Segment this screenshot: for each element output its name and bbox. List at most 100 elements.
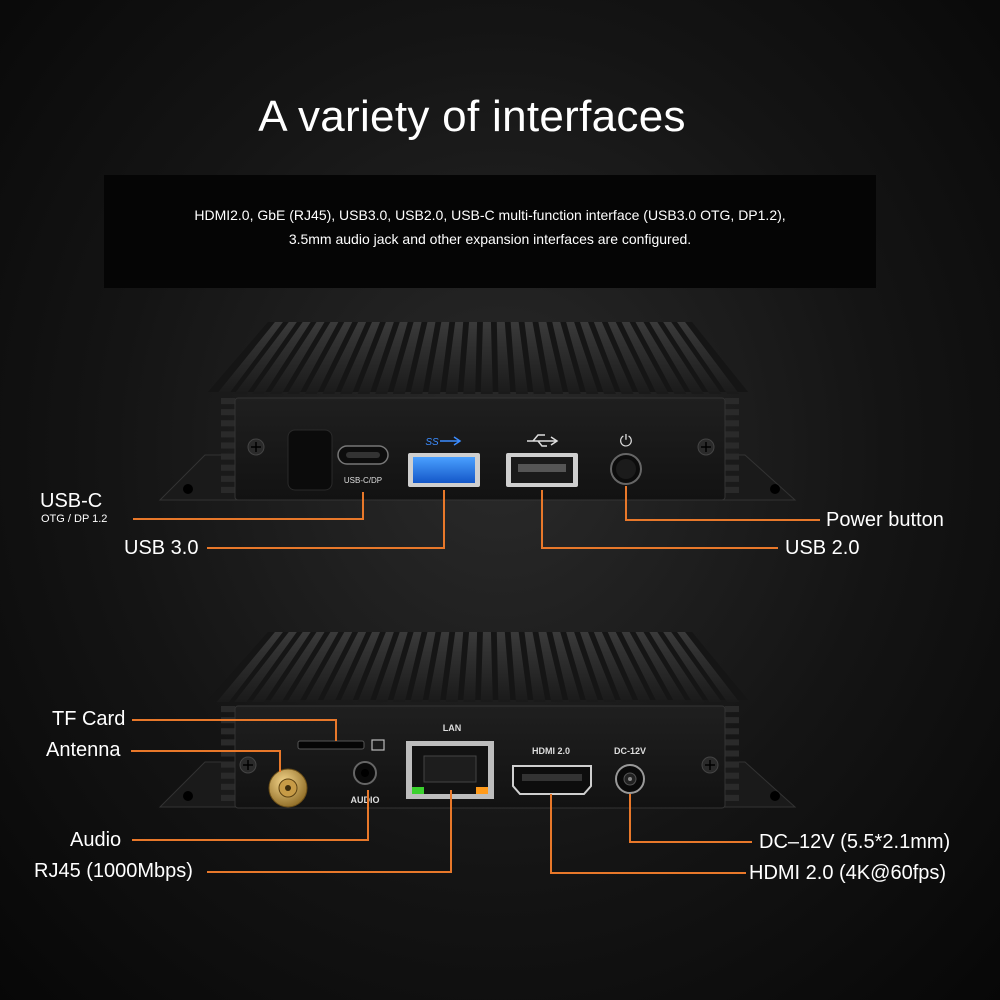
- audio-jack-hole: [361, 769, 369, 777]
- heatsink-fin: [593, 632, 634, 702]
- front-screw-right: [697, 438, 715, 456]
- description-band: [104, 175, 876, 288]
- heatsink-fin: [287, 322, 339, 394]
- usb2-trident-icon: [527, 434, 559, 447]
- rear-device: AUDIO LAN HDMI 2.0 DC-12V: [158, 632, 797, 809]
- heatsink-fin: [552, 322, 581, 394]
- tf-card-icon: [371, 739, 385, 751]
- heatsink-fin: [663, 322, 722, 394]
- heatsink-fin: [322, 322, 367, 394]
- heatsink-fin: [621, 322, 669, 394]
- antenna-connector-pin: [285, 785, 291, 791]
- usbc-label: USB-C: [40, 490, 103, 512]
- page-title: A variety of interfaces: [258, 92, 686, 141]
- side-fin: [221, 739, 235, 746]
- lan-port-mark: LAN: [443, 723, 462, 733]
- side-fin: [725, 739, 739, 746]
- audio-label: Audio: [70, 829, 122, 851]
- usb2-tongue: [518, 464, 566, 472]
- description-line-2: 3.5mm audio jack and other expansion int…: [288, 231, 692, 247]
- heatsink-fin: [234, 322, 297, 394]
- front-screw-left: [247, 438, 265, 456]
- dc-label: DC–12V (5.5*2.1mm): [759, 831, 951, 853]
- side-fin: [725, 464, 739, 471]
- heatsink-fin: [510, 322, 528, 394]
- heatsink-fin: [304, 632, 353, 702]
- heatsink-fin: [287, 632, 339, 702]
- heatsink-fin: [428, 322, 450, 394]
- hdmi-label: HDMI 2.0 (4K@60fps): [749, 862, 947, 884]
- front-ir-window: [287, 429, 333, 491]
- front-side-fins: [221, 398, 739, 493]
- side-fin: [725, 706, 739, 713]
- heatsink-fin: [663, 632, 722, 702]
- heatsink-fin: [635, 322, 687, 394]
- heatsink-fin: [269, 632, 325, 702]
- heatsink-fin: [463, 322, 478, 394]
- side-fin: [725, 717, 739, 724]
- heatsink-fin: [392, 632, 422, 702]
- rj45-contacts: [423, 755, 477, 783]
- heatsink-fin: [463, 632, 478, 702]
- heatsink-fin: [216, 322, 283, 394]
- front-heatsink-fins: [216, 322, 740, 394]
- hdmi-tongue: [522, 774, 582, 781]
- side-fin: [725, 794, 739, 801]
- heatsink-fin: [593, 322, 634, 394]
- side-fin: [221, 761, 235, 768]
- side-fin: [725, 475, 739, 482]
- audio-port-mark: AUDIO: [351, 795, 380, 805]
- side-fin: [221, 475, 235, 482]
- rear-screw-left: [239, 756, 257, 774]
- heatsink-fin: [445, 322, 464, 394]
- heatsink-fin: [677, 632, 740, 702]
- side-fin: [221, 420, 235, 427]
- front-device: USB-C/DP SS ⏻: [158, 322, 797, 501]
- power-symbol-icon: ⏻: [620, 431, 633, 450]
- hdmi-callout-line: [550, 794, 746, 874]
- heatsink-fin: [216, 632, 283, 702]
- heatsink-fin: [524, 632, 546, 702]
- rear-callout-lines: [131, 719, 752, 874]
- side-fin: [725, 772, 739, 779]
- side-fin: [221, 794, 235, 801]
- heatsink-fin: [340, 322, 380, 394]
- tf-callout-line: [132, 719, 337, 741]
- heatsink-fin: [496, 322, 511, 394]
- antenna-label: Antenna: [46, 739, 121, 761]
- usb3-insert: [413, 457, 475, 483]
- heatsink-fin: [496, 632, 511, 702]
- heatsink-fin: [410, 322, 436, 394]
- side-fin: [725, 420, 739, 427]
- side-fin: [725, 750, 739, 757]
- side-fin: [725, 761, 739, 768]
- rj45-led-right: [476, 787, 488, 794]
- side-fin: [221, 750, 235, 757]
- side-fin: [725, 783, 739, 790]
- side-fin: [221, 706, 235, 713]
- usb-c-tongue: [346, 452, 380, 458]
- usb-c-port-mark: USB-C/DP: [344, 476, 382, 485]
- side-fin: [725, 398, 739, 405]
- power-button-label: Power button: [826, 509, 944, 531]
- description-line-1: HDMI2.0, GbE (RJ45), USB3.0, USB2.0, USB…: [194, 207, 786, 223]
- usb3-label: USB 3.0: [124, 537, 199, 559]
- heatsink-fin: [375, 632, 408, 702]
- heatsink-fin: [635, 632, 687, 702]
- dc-port-mark: DC-12V: [614, 746, 646, 756]
- description: HDMI2.0, GbE (RJ45), USB3.0, USB2.0, USB…: [104, 203, 876, 251]
- rj45-callout-line: [207, 790, 452, 873]
- heatsink-fin: [649, 322, 704, 394]
- dc-callout-line: [629, 794, 752, 843]
- rear-side-fins: [221, 706, 739, 801]
- heatsink-fin: [538, 632, 564, 702]
- heatsink-fin: [510, 632, 528, 702]
- usb2-label: USB 2.0: [785, 537, 860, 559]
- side-fin: [725, 453, 739, 460]
- power-button-cap: [616, 459, 636, 479]
- heatsink-fin: [538, 322, 564, 394]
- usbc-callout-line: [133, 492, 364, 520]
- rear-screw-right: [701, 756, 719, 774]
- side-fin: [725, 409, 739, 416]
